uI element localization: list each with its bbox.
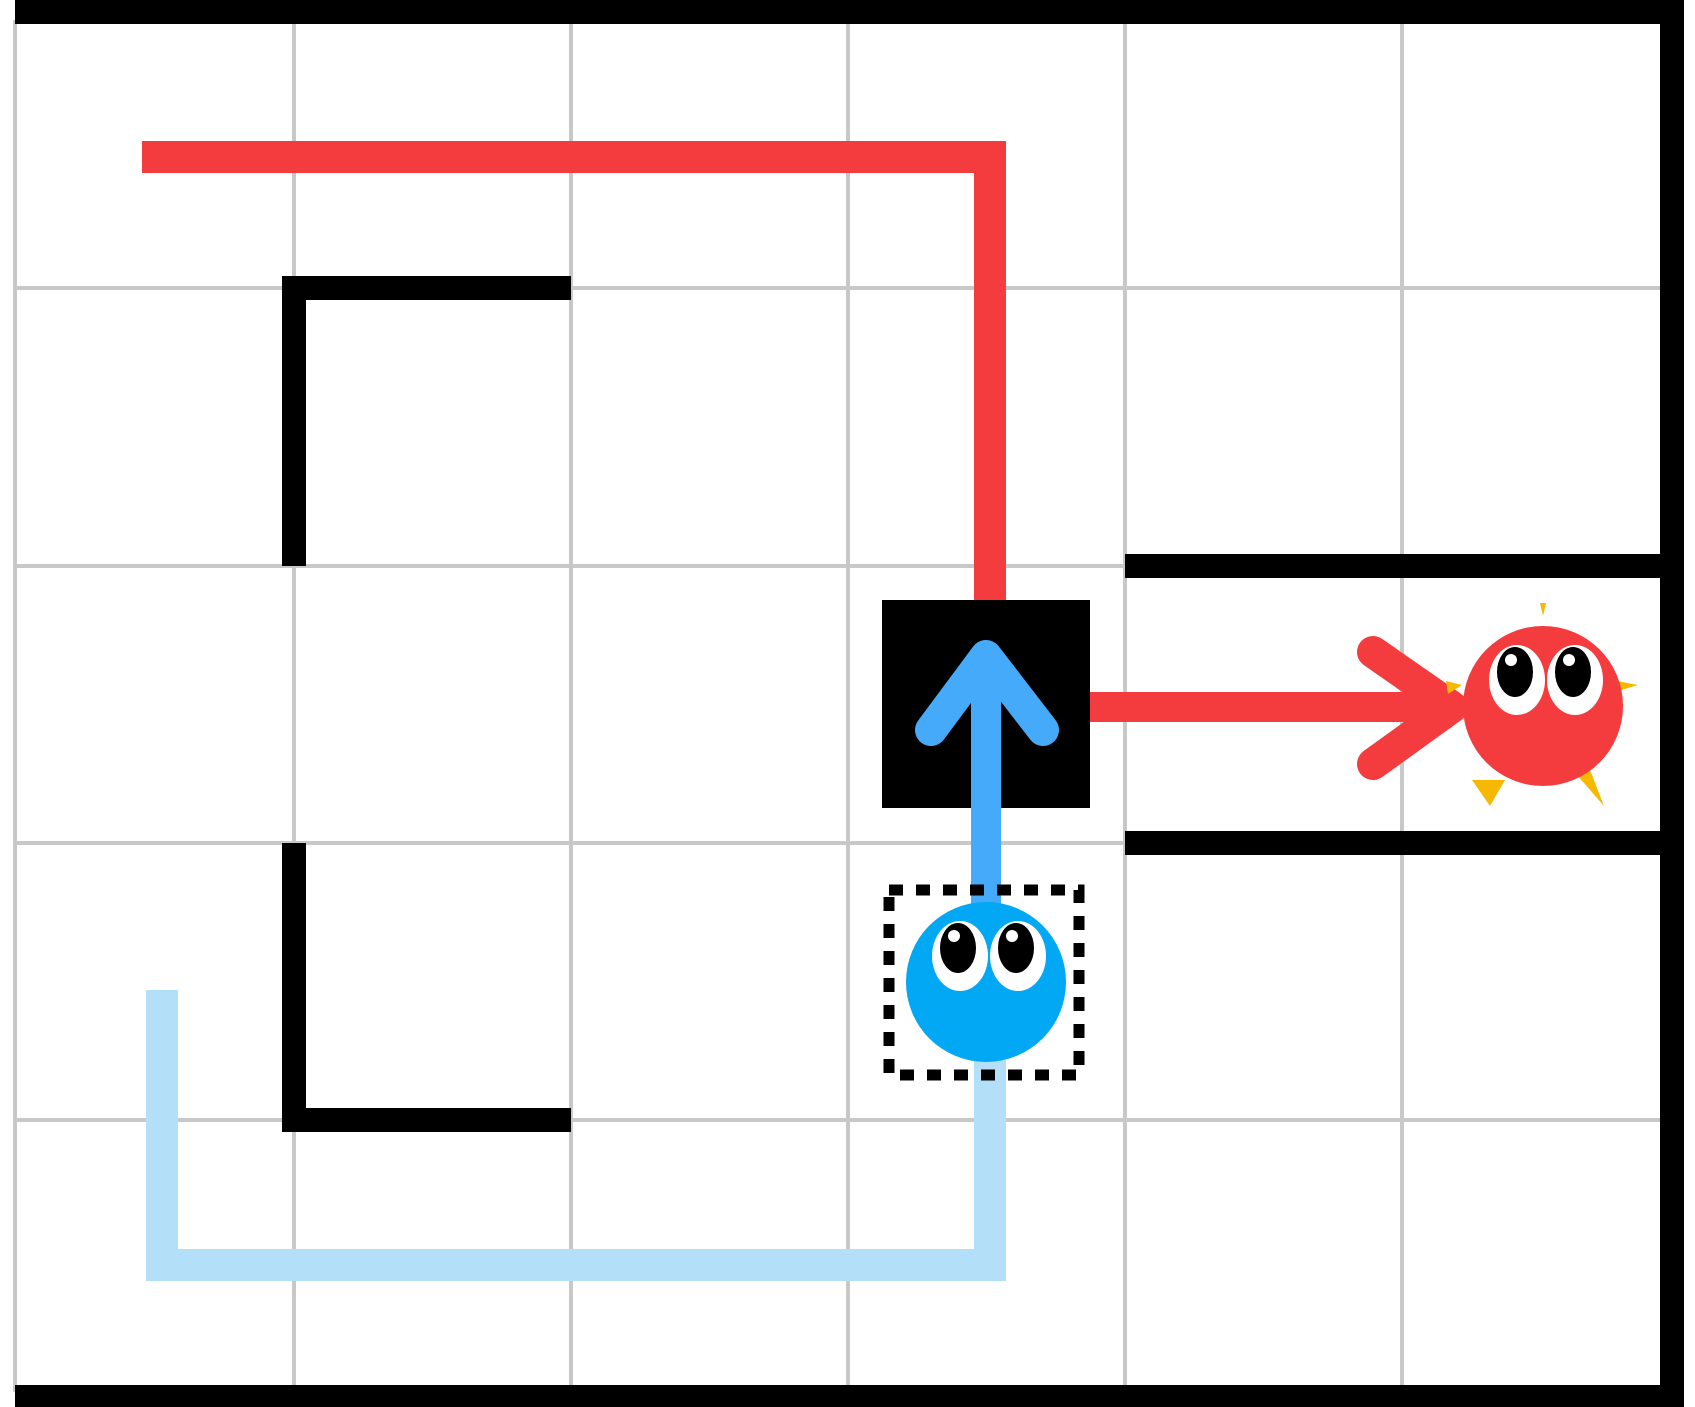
- red-character-left-glint: [1505, 654, 1517, 666]
- inner-walls: [282, 276, 1683, 1132]
- spark-icon: [1446, 603, 1638, 806]
- blue-trail-path: [146, 990, 1006, 1281]
- blue-character-left-pupil: [940, 923, 976, 973]
- red-blob-character-icon[interactable]: [1446, 603, 1638, 806]
- selection-box: [883, 884, 1085, 1081]
- spark-bottom-right: [1577, 770, 1604, 806]
- blue-character-left-glint: [948, 930, 960, 942]
- lower-left-wall: [282, 843, 571, 1132]
- blue-character-right-pupil: [998, 923, 1034, 973]
- spark-top: [1540, 603, 1546, 616]
- blue-character-body: [906, 902, 1066, 1062]
- red-arrow-head: [1357, 636, 1468, 780]
- blue-blob-character-icon[interactable]: [906, 902, 1066, 1062]
- red-character-right-pupil: [1555, 647, 1591, 697]
- red-character-body: [1463, 626, 1623, 786]
- red-move-arrow: [1090, 636, 1468, 780]
- blue-character-right-glint: [1006, 930, 1018, 942]
- outer-walls: [15, 0, 1684, 1407]
- red-trail-path: [142, 141, 1006, 600]
- spark-right: [1617, 681, 1638, 691]
- blue-move-arrow: [915, 640, 1059, 915]
- upper-left-wall: [282, 276, 571, 566]
- red-character-left-pupil: [1497, 647, 1533, 697]
- blue-arrow-head: [915, 640, 1059, 746]
- red-character-right-glint: [1563, 654, 1575, 666]
- spark-bottom-left: [1472, 780, 1505, 806]
- spark-left: [1446, 681, 1462, 694]
